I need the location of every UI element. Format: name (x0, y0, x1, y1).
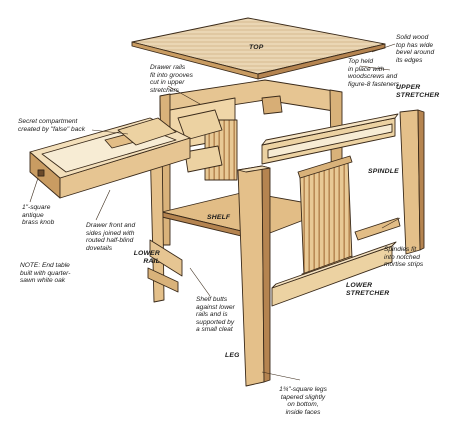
note-end-table: NOTE: End table built with quarter- sawn… (20, 262, 71, 285)
note-solid-wood-top: Solid wood top has wide bevel around its… (396, 34, 435, 64)
note-secret-compartment: Secret compartment created by "false" ba… (18, 118, 85, 133)
leader-lines (29, 43, 401, 381)
note-brass-knob: 1"-square antique brass knob (22, 204, 55, 227)
note-shelf-butts: Shelf butts against lower rails and is s… (196, 296, 235, 334)
secret-compartment (117, 117, 177, 146)
front-leg-left (237, 165, 265, 387)
top-edge-right (257, 43, 386, 80)
front-leg-left-top (237, 165, 271, 173)
mortise-strip (354, 217, 401, 241)
label-lower-rail: LOWER RAIL (133, 250, 160, 265)
label-leg: LEG (225, 352, 240, 359)
lower-rail-left-2 (147, 267, 179, 293)
rear-leg-right (399, 109, 421, 255)
drawer-rail-lower (184, 145, 223, 173)
note-top-held: Top held in place with woodscrews and fi… (348, 58, 400, 88)
lower-stretcher-top (271, 241, 397, 289)
label-upper-stretcher: UPPER STRETCHER (396, 84, 440, 99)
note-drawer-front: Drawer front and sides joined with route… (86, 222, 136, 252)
drawer-rail (177, 109, 223, 141)
upper-stretcher-front-face (267, 123, 393, 159)
label-shelf: SHELF (207, 214, 231, 221)
label-spindle: SPINDLE (368, 168, 399, 175)
label-lower-stretcher: LOWER STRETCHER (346, 282, 390, 297)
spindle-panel-top-strip (297, 155, 353, 179)
brass-knob (37, 169, 45, 177)
front-leg-right (261, 95, 283, 115)
upper-stretcher-front-top (261, 113, 399, 146)
note-drawer-rails: Drawer rails fit into grooves cut in upp… (150, 64, 193, 94)
label-top: TOP (249, 44, 264, 51)
lower-rail-left (149, 239, 183, 277)
note-spindles-fit: Spindles fit into notched mortise strips (384, 246, 424, 269)
note-legs-tapered: 1¾"-square legs tapered slightly on bott… (279, 386, 327, 416)
rear-leg-right-side (417, 109, 425, 251)
